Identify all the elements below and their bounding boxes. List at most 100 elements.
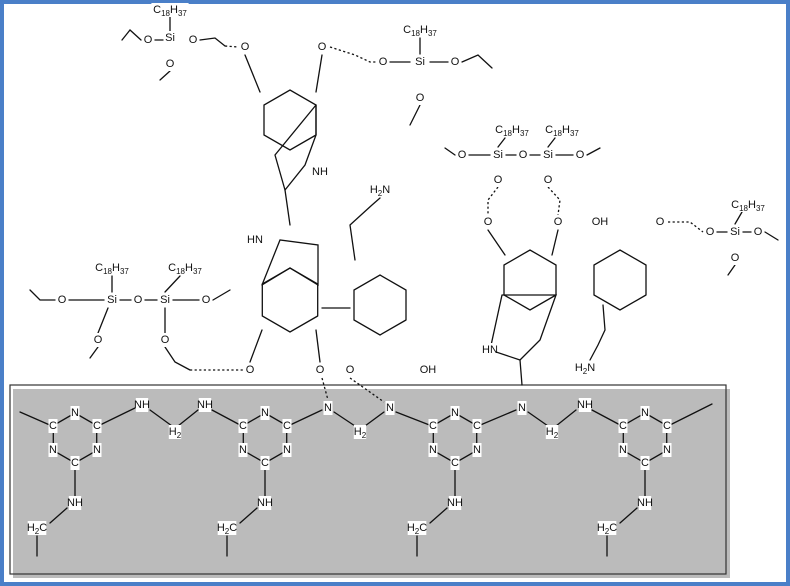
svg-text:O: O [416, 92, 425, 104]
silicon-atom: Si [158, 293, 172, 307]
svg-text:N: N [641, 407, 649, 419]
bond [149, 409, 173, 427]
bond [315, 329, 321, 363]
triazine-n: N [70, 406, 80, 420]
bond [734, 211, 743, 225]
hydrogen-bond [321, 377, 329, 401]
hydroxyl-group: OH [420, 363, 436, 377]
amine-nh: NH [447, 496, 463, 510]
ethoxy-oxygen: O [378, 55, 388, 69]
bridge-nh: NH [197, 398, 213, 412]
svg-text:NH: NH [577, 399, 593, 411]
svg-text:NH: NH [134, 399, 150, 411]
bond [586, 147, 601, 156]
triazine-n: N [450, 406, 460, 420]
siloxane-oxygen: O [133, 293, 143, 307]
bridge-nh: NH [134, 398, 150, 412]
svg-text:O: O [144, 34, 153, 46]
svg-text:H2: H2 [354, 426, 367, 440]
aromatic-ring [261, 267, 319, 333]
bond [89, 346, 99, 359]
svg-text:N: N [386, 402, 394, 414]
methylene-group: H2C [407, 521, 427, 536]
octadecyl-chain: C18H37 [729, 198, 767, 213]
svg-text:O: O [458, 149, 467, 161]
bond [477, 409, 517, 427]
svg-text:N: N [71, 407, 79, 419]
svg-text:N: N [429, 444, 437, 456]
indole-nh: HN [247, 233, 263, 247]
svg-text:O: O [58, 294, 67, 306]
svg-text:C: C [473, 420, 481, 432]
amine-nh: NH [67, 496, 83, 510]
ethoxy-oxygen: O [575, 148, 585, 162]
svg-text:O: O [241, 41, 250, 53]
melamine-polymer-box [9, 384, 727, 575]
triazine-n: N [472, 443, 482, 457]
ethoxy-oxygen: O [493, 173, 503, 187]
indole-nh: NH [312, 165, 328, 179]
svg-text:H2C: H2C [27, 522, 47, 536]
bond [444, 147, 456, 156]
polymer-box-shadow [13, 389, 730, 578]
bond [409, 104, 421, 126]
triazine-c: C [48, 419, 58, 433]
svg-text:NH: NH [312, 166, 328, 178]
hydroxyl-oxygen: O [345, 363, 355, 377]
svg-text:O: O [656, 216, 665, 228]
svg-text:O: O [134, 294, 143, 306]
silicon-atom: Si [728, 225, 742, 239]
methylene-bridge: H2 [546, 425, 559, 440]
svg-text:NH: NH [447, 497, 463, 509]
ethoxy-oxygen: O [160, 333, 170, 347]
pyrrole-ring [274, 104, 317, 192]
ethoxy-oxygen: O [730, 251, 740, 265]
methylene-group: H2C [597, 521, 617, 536]
aromatic-ring [503, 249, 557, 311]
svg-text:C: C [93, 420, 101, 432]
ethoxy-oxygen: O [543, 173, 553, 187]
svg-text:O: O [189, 34, 198, 46]
svg-text:O: O [161, 334, 170, 346]
triazine-c: C [92, 419, 102, 433]
bond [487, 229, 506, 256]
svg-text:H2: H2 [169, 426, 182, 440]
ethoxy-oxygen: O [188, 33, 198, 47]
bond [97, 407, 136, 427]
triazine-c: C [450, 456, 460, 470]
svg-text:C: C [71, 457, 79, 469]
bond [591, 409, 623, 427]
ethoxy-oxygen: O [753, 225, 763, 239]
bond [519, 359, 523, 386]
svg-text:N: N [239, 444, 247, 456]
svg-text:C: C [429, 420, 437, 432]
svg-text:N: N [451, 407, 459, 419]
svg-text:NH: NH [257, 497, 273, 509]
svg-text:O: O [379, 56, 388, 68]
svg-text:C: C [619, 420, 627, 432]
tertiary-amine: N [385, 401, 395, 415]
bond [395, 411, 433, 427]
svg-text:C: C [641, 457, 649, 469]
svg-text:C18H37: C18H37 [168, 262, 202, 276]
svg-text:HN: HN [247, 234, 263, 246]
bond [249, 329, 263, 363]
bond [164, 346, 191, 371]
svg-text:C: C [261, 457, 269, 469]
methylene-group: H2C [27, 521, 47, 536]
bond [211, 409, 243, 427]
bond [199, 37, 226, 47]
svg-text:O: O [554, 216, 563, 228]
ether-oxygen: O [245, 363, 255, 377]
triazine-n: N [48, 443, 58, 457]
ethoxy-oxygen: O [93, 333, 103, 347]
svg-text:O: O [202, 294, 211, 306]
svg-text:H2N: H2N [575, 362, 595, 376]
triazine-c: C [70, 456, 80, 470]
triazine-n: N [260, 406, 270, 420]
svg-text:N: N [324, 402, 332, 414]
silicon-atom: Si [163, 31, 177, 45]
bond [287, 409, 323, 427]
aromatic-ring [353, 274, 407, 336]
svg-text:O: O [346, 364, 355, 376]
